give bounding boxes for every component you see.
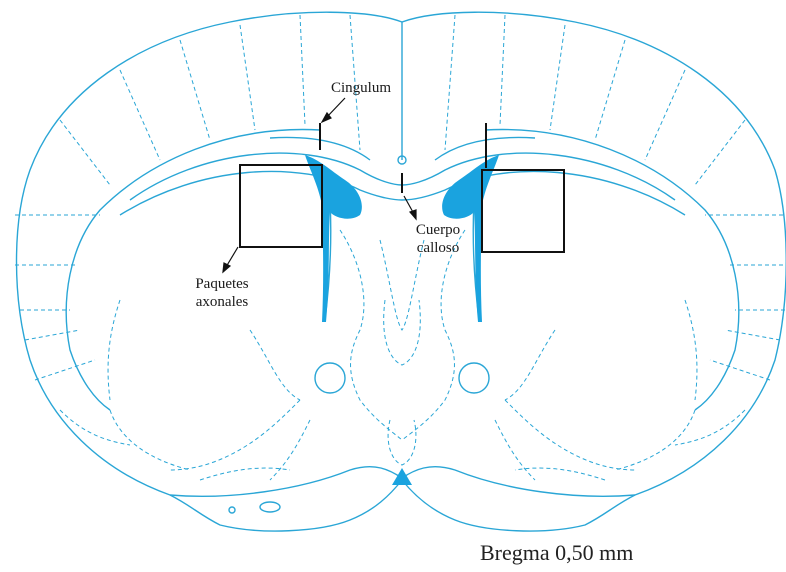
left-basal-dot — [229, 507, 235, 513]
left-lateral-ventricle-fill — [305, 155, 362, 322]
cuerpo-calloso-label-line2: calloso — [403, 239, 473, 257]
left-basal-ellipse — [260, 502, 280, 512]
cingulum-label: Cingulum — [331, 79, 391, 97]
paquetes-axonales-label-line2: axonales — [178, 293, 266, 311]
paquetes-pointer — [226, 247, 238, 267]
bregma-caption: Bregma 0,50 mm — [480, 540, 633, 566]
paquetes-axonales-label: Paquetes axonales — [178, 275, 266, 311]
third-ventricle-fill — [392, 468, 412, 485]
cuerpo-calloso-label-line1: Cuerpo — [403, 221, 473, 239]
brain-outline — [17, 12, 786, 531]
cuerpo-calloso-label: Cuerpo calloso — [403, 221, 473, 257]
highlighted-structures — [305, 155, 499, 485]
left-commissure-circle — [315, 363, 345, 393]
outer-cortex-outline — [17, 12, 786, 531]
paquetes-axonales-label-line1: Paquetes — [178, 275, 266, 293]
left-axonal-bundle-box — [240, 165, 322, 247]
cuerpo-arrowhead — [410, 210, 416, 219]
right-axonal-bundle-box — [482, 170, 564, 252]
right-commissure-circle — [459, 363, 489, 393]
region-boundaries — [15, 15, 786, 480]
paquetes-arrowhead — [223, 263, 230, 272]
